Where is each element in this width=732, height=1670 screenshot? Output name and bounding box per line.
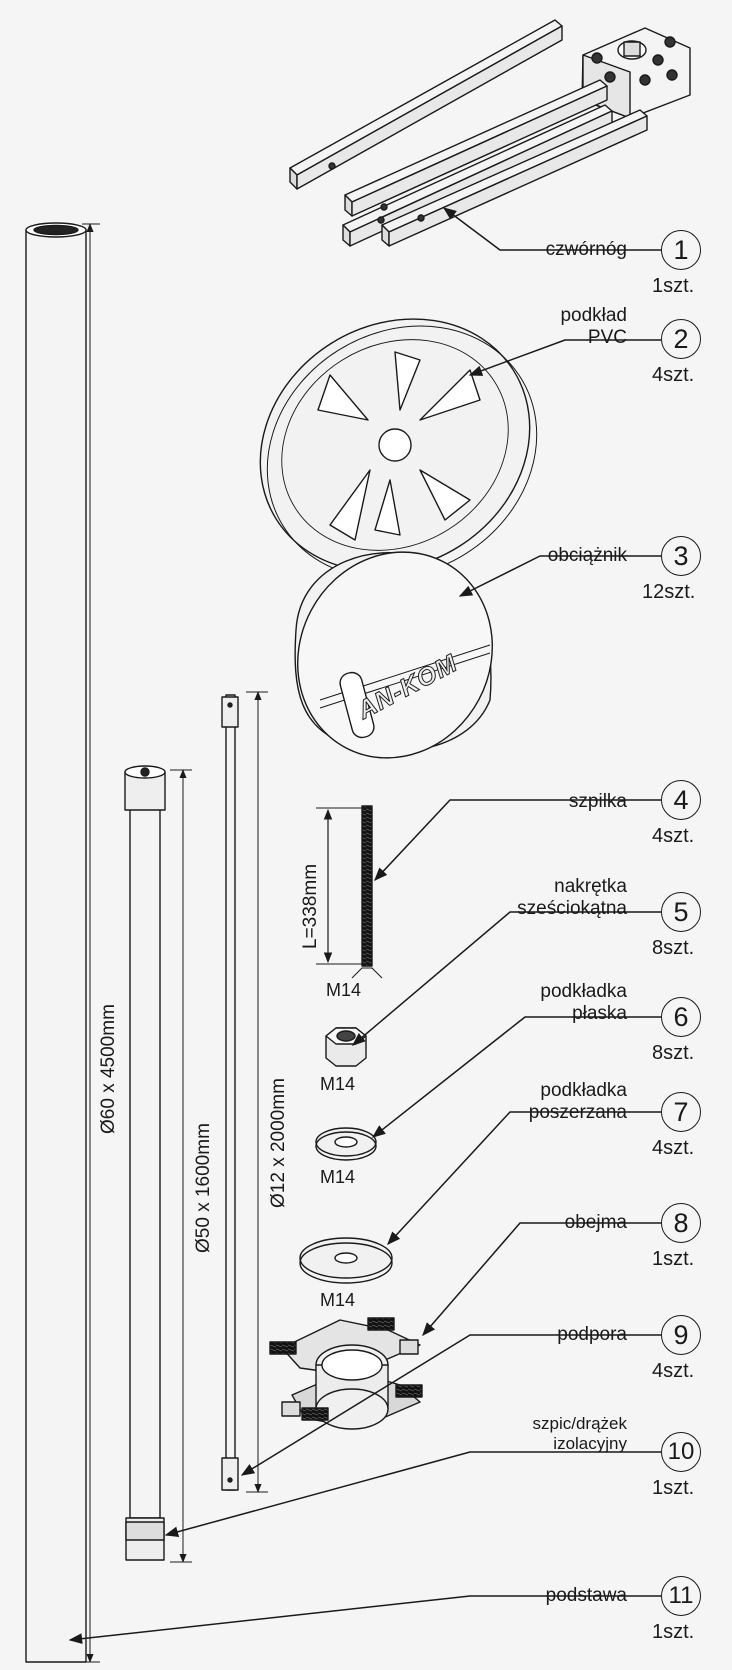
quadripod-part <box>289 19 691 247</box>
part-1-number: 1 <box>661 230 701 270</box>
stud-thread-label: M14 <box>326 980 362 1000</box>
part-8-number: 8 <box>661 1203 701 1243</box>
part-11-label: podstawa <box>545 1585 627 1606</box>
nut-thread-label: M14 <box>320 1074 356 1094</box>
part-10-qty: 1szt. <box>652 1477 695 1499</box>
part-3-qty: 12szt. <box>642 581 696 603</box>
support-dimension: Ø12 x 2000mm <box>268 1078 289 1208</box>
part-2-number: 2 <box>661 319 701 359</box>
weight-part <box>294 551 493 759</box>
part-5-number: 5 <box>661 892 701 932</box>
part-6-number: 6 <box>661 997 701 1037</box>
part-9-number: 9 <box>661 1315 701 1355</box>
stud-length-dimension: L=338mm <box>300 863 321 949</box>
pvc-pad-part <box>259 318 538 579</box>
part-8-qty: 1szt. <box>652 1248 695 1270</box>
support-part <box>221 691 268 1493</box>
part-9-label: podpora <box>557 1324 627 1345</box>
part-6-qty: 8szt. <box>652 1042 695 1064</box>
part-9-qty: 4szt. <box>652 1360 695 1382</box>
part-4-number: 4 <box>661 780 701 820</box>
part-7-qty: 4szt. <box>652 1137 695 1159</box>
mast-dimension: Ø60 x 4500mm <box>98 1004 119 1134</box>
part-1-qty: 1szt. <box>652 275 695 297</box>
mast-part <box>25 222 100 1663</box>
flat-washer-thread-label: M14 <box>320 1167 356 1187</box>
flat-washer-part <box>315 1127 377 1161</box>
spike-part <box>124 765 192 1563</box>
part-4-label: szpilka <box>568 791 627 812</box>
clamp-part <box>269 1317 423 1430</box>
part-3-label: obciążnik <box>547 545 627 566</box>
part-7-number: 7 <box>661 1092 701 1132</box>
wide-washer-thread-label: M14 <box>320 1290 356 1310</box>
stud-part <box>316 805 383 979</box>
part-4-qty: 4szt. <box>652 825 695 847</box>
part-8-label: obejma <box>564 1212 627 1233</box>
part-10-number: 10 <box>661 1432 701 1472</box>
hex-nut-part <box>325 1027 367 1067</box>
spike-dimension: Ø50 x 1600mm <box>193 1123 214 1253</box>
part-1-label: czwórnóg <box>545 239 627 260</box>
part-11-number: 11 <box>661 1576 701 1616</box>
wide-washer-part <box>299 1237 393 1284</box>
part-2-qty: 4szt. <box>652 364 695 386</box>
leader-lines <box>68 207 661 1645</box>
part-11-qty: 1szt. <box>652 1621 695 1643</box>
part-5-qty: 8szt. <box>652 937 695 959</box>
part-3-number: 3 <box>661 536 701 576</box>
